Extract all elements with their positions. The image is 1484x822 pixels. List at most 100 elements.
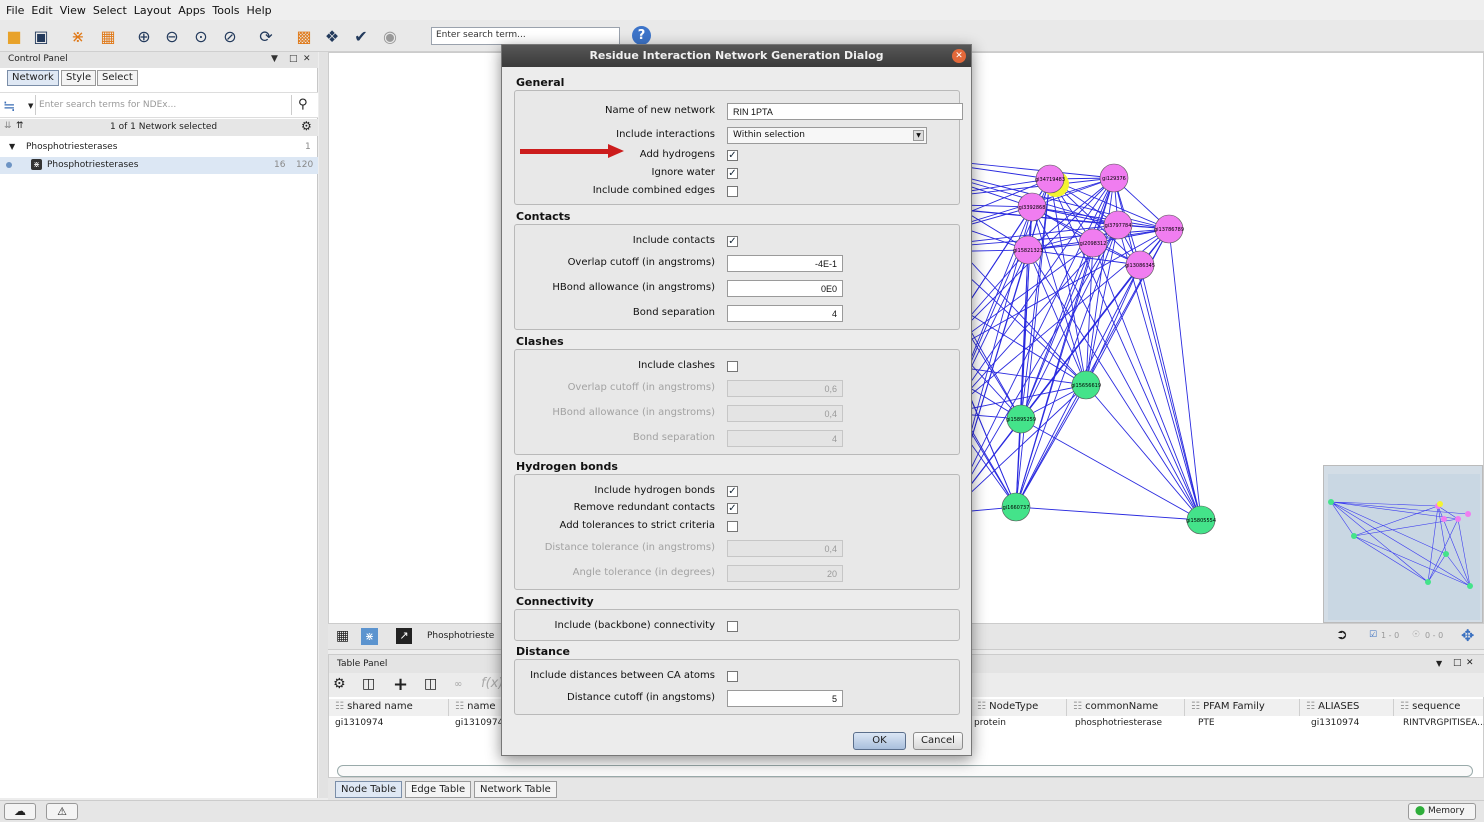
cell-shared-name[interactable]: gi1310974 — [335, 718, 384, 728]
ndex-logo-icon[interactable]: ≒ — [3, 97, 16, 115]
edge-icon[interactable]: ☉ — [1412, 630, 1421, 640]
graph-node[interactable] — [1078, 228, 1108, 258]
chevron-down-icon[interactable]: ▼ — [913, 130, 924, 141]
share-network-icon[interactable]: ⋇ — [361, 628, 378, 645]
graph-edge[interactable] — [1027, 177, 1115, 251]
cell-pfam-family[interactable]: PTE — [1198, 718, 1215, 728]
graph-edge[interactable] — [1031, 177, 1115, 208]
network-row[interactable]: ⋇ Phosphotriesterases 16 120 — [0, 157, 318, 174]
cell-aliases[interactable]: gi1310974 — [1311, 718, 1360, 728]
panel-float-icon[interactable]: □ — [1453, 658, 1462, 668]
graph-edge[interactable] — [948, 177, 1115, 414]
tab-edge-table[interactable]: Edge Table — [405, 781, 472, 798]
cell-name[interactable]: gi1310974 — [455, 718, 504, 728]
combined-edges-checkbox[interactable] — [727, 186, 738, 197]
graph-node[interactable] — [1001, 492, 1031, 522]
show-all-icon[interactable]: ❖ — [324, 26, 340, 46]
graph-node[interactable] — [1154, 214, 1184, 244]
link-icon[interactable]: ∞ — [454, 679, 463, 690]
cell-commonname[interactable]: phosphotriesterase — [1075, 718, 1162, 728]
detach-view-icon[interactable]: ↗ — [396, 628, 412, 644]
menu-file[interactable]: File — [6, 3, 25, 17]
refresh-icon[interactable]: ⟳ — [259, 26, 273, 46]
graph-edge[interactable] — [1020, 418, 1202, 521]
contact-hbond-input[interactable] — [727, 280, 843, 297]
eye-icon[interactable]: ◉ — [383, 26, 397, 46]
ignore-water-checkbox[interactable]: ✓ — [727, 168, 738, 179]
panel-close-icon[interactable]: ✕ — [303, 54, 311, 64]
include-clashes-checkbox[interactable] — [727, 361, 738, 372]
column-header-sequence[interactable]: ☷ sequence — [1394, 699, 1484, 716]
graph-edge[interactable] — [1049, 178, 1170, 230]
function-icon[interactable]: f(x) — [481, 676, 504, 691]
add-hydrogens-checkbox[interactable]: ✓ — [727, 150, 738, 161]
zoom-in-icon[interactable]: ⊕ — [137, 26, 151, 46]
column-header-commonname[interactable]: ☷ commonName — [1067, 699, 1185, 716]
include-contacts-checkbox[interactable]: ✓ — [727, 236, 738, 247]
network-name-input[interactable] — [727, 103, 963, 120]
graph-edge[interactable] — [1168, 228, 1202, 521]
graph-edge[interactable] — [1031, 206, 1087, 386]
expand-triangle-icon[interactable]: ▼ — [9, 142, 16, 151]
graph-edge[interactable] — [1020, 264, 1141, 420]
zoom-out-icon[interactable]: ⊖ — [165, 26, 179, 46]
menu-help[interactable]: Help — [246, 3, 272, 17]
menu-view[interactable]: View — [59, 3, 86, 17]
hide-icon[interactable]: ✔ — [354, 26, 368, 46]
panel-menu-icon[interactable]: ▼ — [271, 54, 278, 64]
column-header-pfam-family[interactable]: ☷ PFAM Family — [1185, 699, 1300, 716]
ca-distance-checkbox[interactable] — [727, 671, 738, 682]
graph-node[interactable] — [1006, 404, 1036, 434]
menu-edit[interactable]: Edit — [31, 3, 53, 17]
search-icon[interactable]: ⚲ — [298, 97, 308, 112]
graph-edge[interactable] — [1085, 384, 1202, 521]
cell-sequence[interactable]: RINTVRGPITISEA... — [1403, 718, 1484, 728]
overview-viewport[interactable] — [1328, 474, 1480, 620]
graph-edge[interactable] — [1015, 384, 1087, 508]
zoom-fit-icon[interactable]: ⊙ — [194, 26, 208, 46]
include-hbonds-checkbox[interactable]: ✓ — [727, 486, 738, 497]
chevron-down-icon[interactable]: ▼ — [28, 102, 34, 110]
tab-select[interactable]: Select — [97, 70, 138, 86]
graph-edge[interactable] — [1031, 206, 1170, 230]
graph-edge[interactable] — [1015, 506, 1202, 521]
graph-edge[interactable] — [1027, 249, 1141, 266]
tab-style[interactable]: Style — [61, 70, 97, 86]
graph-node[interactable] — [1099, 163, 1129, 193]
collapse-all-icon[interactable]: ⇊ — [4, 121, 12, 131]
graph-edge[interactable] — [1085, 224, 1119, 386]
graph-edge[interactable] — [1139, 264, 1202, 521]
graph-edge[interactable] — [1020, 178, 1051, 420]
graph-edge[interactable] — [1113, 177, 1202, 521]
graph-node[interactable] — [1186, 505, 1216, 535]
graph-edge[interactable] — [1085, 177, 1115, 386]
ndex-search-input[interactable]: Enter search terms for NDEx... — [39, 100, 177, 110]
graph-edge[interactable] — [1049, 178, 1087, 386]
gear-icon[interactable]: ⚙ — [333, 676, 346, 692]
backbone-connectivity-checkbox[interactable] — [727, 621, 738, 632]
cloud-icon[interactable]: ☁ — [4, 803, 36, 820]
column-header-shared-name[interactable]: ☷ shared name — [329, 699, 449, 716]
add-tolerances-checkbox[interactable] — [727, 521, 738, 532]
expand-all-icon[interactable]: ⇈ — [16, 121, 24, 131]
warning-icon[interactable]: ⚠ — [46, 803, 78, 820]
graph-edge[interactable] — [1085, 242, 1094, 386]
graph-edge[interactable] — [1015, 418, 1022, 508]
graph-node[interactable] — [1013, 235, 1043, 265]
graph-edge[interactable] — [1015, 224, 1119, 508]
close-icon[interactable]: ✕ — [952, 49, 966, 63]
cancel-button[interactable]: Cancel — [913, 732, 963, 750]
panel-float-icon[interactable]: □ — [289, 54, 298, 64]
add-column-icon[interactable]: + — [393, 674, 409, 695]
graph-edge[interactable] — [1092, 242, 1202, 521]
column-header-nodetype[interactable]: ☷ NodeType — [971, 699, 1067, 716]
graph-edge[interactable] — [1020, 177, 1115, 420]
import-table-icon[interactable]: ▦ — [100, 26, 116, 46]
gear-icon[interactable]: ⚙ — [301, 119, 312, 133]
distance-cutoff-input[interactable] — [727, 690, 843, 707]
graph-edge[interactable] — [1049, 178, 1202, 521]
panel-menu-icon[interactable]: ▼ — [1436, 659, 1443, 668]
columns-icon[interactable]: ◫ — [362, 676, 376, 692]
tab-network[interactable]: Network — [7, 70, 59, 86]
panel-splitter[interactable] — [319, 52, 328, 798]
